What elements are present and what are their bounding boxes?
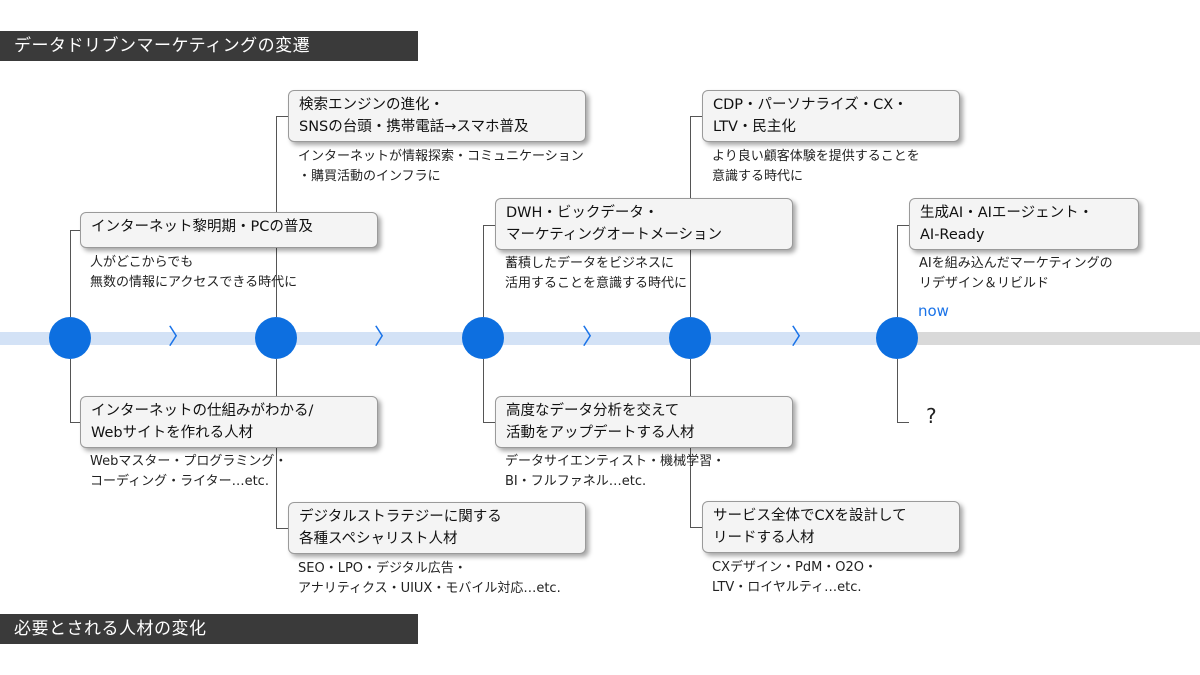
era-box-2: 検索エンジンの進化・ SNSの台頭・携帯電話→スマホ普及 xyxy=(288,90,586,142)
era-4-desc-line-1: より良い顧客体験を提供することを xyxy=(712,149,920,164)
era-box-1: インターネット黎明期・PCの普及 xyxy=(80,212,378,248)
section-header-talent: 必要とされる人材の変化 xyxy=(0,614,418,644)
talent-box-1: インターネットの仕組みがわかる/ Webサイトを作れる人材 xyxy=(80,396,378,448)
era-5-description: AIを組み込んだマーケティングの リデザイン＆リビルド xyxy=(919,254,1113,294)
talent-box-4: サービス全体でCXを設計して リードする人材 xyxy=(702,501,960,553)
era-4-title-line-2: LTV・民主化 xyxy=(713,119,796,135)
era-1-title-line-1: インターネット黎明期・PCの普及 xyxy=(91,219,313,235)
connector-era-3-h xyxy=(483,225,495,226)
connector-talent-3 xyxy=(483,359,484,422)
connector-era-1 xyxy=(70,230,71,317)
era-3-title-line-1: DWH・ビックデータ・ xyxy=(506,205,659,221)
timeline-node-3 xyxy=(462,317,504,359)
era-5-title-line-1: 生成AI・AIエージェント・ xyxy=(920,205,1094,221)
era-3-description: 蓄積したデータをビジネスに 活用することを意識する時代に xyxy=(505,254,687,294)
connector-era-4-h xyxy=(690,116,702,117)
era-3-title-line-2: マーケティングオートメーション xyxy=(506,227,723,243)
talent-3-description: データサイエンティスト・機械学習・ BI・フルファネル…etc. xyxy=(505,452,725,492)
talent-4-description: CXデザイン・PdM・O2O・ LTV・ロイヤルティ…etc. xyxy=(712,558,877,598)
talent-2-description: SEO・LPO・デジタル広告・ アナリティクス・UIUX・モバイル対応…etc. xyxy=(298,559,561,599)
timeline-node-5 xyxy=(876,317,918,359)
era-box-3: DWH・ビックデータ・ マーケティングオートメーション xyxy=(495,198,793,250)
timeline-future-line xyxy=(898,332,1200,345)
talent-3-title-line-1: 高度なデータ分析を交えて xyxy=(506,403,680,419)
talent-4-desc-line-1: CXデザイン・PdM・O2O・ xyxy=(712,560,878,575)
era-5-desc-line-2: リデザイン＆リビルド xyxy=(919,276,1050,291)
era-3-desc-line-2: 活用することを意識する時代に xyxy=(505,276,688,291)
connector-era-5-h xyxy=(897,225,909,226)
connector-talent-4-h xyxy=(690,527,702,528)
timeline-node-2 xyxy=(255,317,297,359)
chevron-right-icon: 〉 xyxy=(582,325,605,350)
era-4-desc-line-2: 意識する時代に xyxy=(712,169,804,184)
talent-3-title-line-2: 活動をアップデートする人材 xyxy=(506,425,695,441)
talent-1-description: Webマスター・プログラミング・ コーディング・ライター…etc. xyxy=(90,452,287,492)
era-4-description: より良い顧客体験を提供することを 意識する時代に xyxy=(712,147,920,187)
talent-1-title-line-1: インターネットの仕組みがわかる/ xyxy=(91,403,314,419)
era-box-4: CDP・パーソナライズ・CX・ LTV・民主化 xyxy=(702,90,960,142)
talent-1-desc-line-1: Webマスター・プログラミング・ xyxy=(90,454,288,469)
connector-talent-1 xyxy=(70,359,71,422)
era-2-desc-line-1: インターネットが情報探索・コミュニケーション xyxy=(298,149,584,164)
chevron-right-icon: 〉 xyxy=(791,325,814,350)
timeline-node-4 xyxy=(669,317,711,359)
talent-box-2: デジタルストラテジーに関する 各種スペシャリスト人材 xyxy=(288,502,586,554)
era-2-title-line-1: 検索エンジンの進化・ xyxy=(299,97,444,113)
talent-box-3: 高度なデータ分析を交えて 活動をアップデートする人材 xyxy=(495,396,793,448)
talent-1-desc-line-2: コーディング・ライター…etc. xyxy=(90,474,269,489)
talent-4-desc-line-2: LTV・ロイヤルティ…etc. xyxy=(712,580,862,595)
era-3-desc-line-1: 蓄積したデータをビジネスに xyxy=(505,256,675,271)
era-2-desc-line-2: ・購買活動のインフラに xyxy=(298,169,441,184)
talent-2-desc-line-1: SEO・LPO・デジタル広告・ xyxy=(298,561,467,576)
talent-2-title-line-1: デジタルストラテジーに関する xyxy=(299,509,502,525)
connector-era-1-h xyxy=(70,230,80,231)
talent-3-desc-line-2: BI・フルファネル…etc. xyxy=(505,474,647,489)
future-question-mark: ? xyxy=(926,404,937,428)
era-box-5: 生成AI・AIエージェント・ AI-Ready xyxy=(909,198,1139,250)
connector-era-2-h xyxy=(276,116,288,117)
era-1-desc-line-2: 無数の情報にアクセスできる時代に xyxy=(90,275,298,290)
chevron-right-icon: 〉 xyxy=(168,325,191,350)
connector-future xyxy=(897,359,898,422)
era-5-title-line-2: AI-Ready xyxy=(920,227,985,243)
talent-3-desc-line-1: データサイエンティスト・機械学習・ xyxy=(505,454,726,469)
talent-2-desc-line-2: アナリティクス・UIUX・モバイル対応…etc. xyxy=(298,581,561,596)
timeline-past-line xyxy=(0,332,898,345)
section-header-evolution: データドリブンマーケティングの変遷 xyxy=(0,31,418,61)
connector-era-3 xyxy=(483,225,484,317)
connector-talent-3-h xyxy=(483,422,495,423)
connector-talent-2-h xyxy=(276,528,288,529)
era-2-description: インターネットが情報探索・コミュニケーション ・購買活動のインフラに xyxy=(298,147,584,187)
timeline-node-1 xyxy=(49,317,91,359)
era-2-title-line-2: SNSの台頭・携帯電話→スマホ普及 xyxy=(299,119,529,135)
connector-era-5 xyxy=(897,225,898,317)
era-4-title-line-1: CDP・パーソナライズ・CX・ xyxy=(713,97,908,113)
chevron-right-icon: 〉 xyxy=(374,325,397,350)
talent-4-title-line-1: サービス全体でCXを設計して xyxy=(713,508,907,524)
connector-talent-1-h xyxy=(70,422,80,423)
era-1-description: 人がどこからでも 無数の情報にアクセスできる時代に xyxy=(90,253,297,293)
era-5-desc-line-1: AIを組み込んだマーケティングの xyxy=(919,256,1113,271)
talent-2-title-line-2: 各種スペシャリスト人材 xyxy=(299,531,458,547)
now-label: now xyxy=(918,302,949,320)
talent-1-title-line-2: Webサイトを作れる人材 xyxy=(91,425,254,441)
talent-4-title-line-2: リードする人材 xyxy=(713,530,815,546)
era-1-desc-line-1: 人がどこからでも xyxy=(90,255,194,270)
connector-future-h xyxy=(897,422,909,423)
